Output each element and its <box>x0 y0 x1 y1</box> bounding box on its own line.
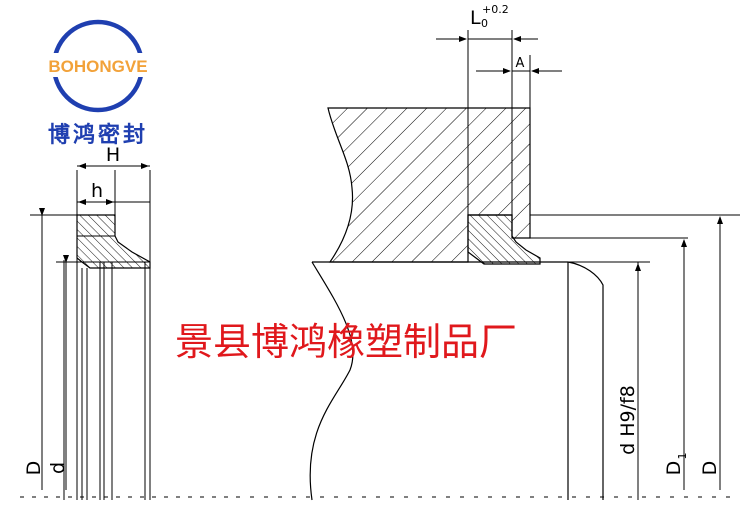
dim-label-H: H <box>106 144 120 166</box>
dim-label-A: A <box>516 56 525 71</box>
logo-brand-text: BOHONGVE <box>48 57 147 76</box>
right-dimensions <box>250 36 740 500</box>
dim-label-left-d: d <box>47 462 69 474</box>
dim-label-right-D: D <box>699 461 721 476</box>
company-logo: BOHONGVE 博鸿密封 <box>36 19 160 148</box>
logo-brand-cn-text: 博鸿密封 <box>48 122 148 148</box>
dim-label-L0-tol: +0.2 <box>482 3 509 16</box>
dim-label-D1-sub: 1 <box>676 453 689 460</box>
housing-section <box>309 30 740 501</box>
watermark-text: 景县博鸿橡塑制品厂 <box>175 320 517 364</box>
dim-label-left-D: D <box>23 461 45 476</box>
dim-label-h: h <box>91 180 103 202</box>
dim-label-L0: L <box>470 7 481 29</box>
dim-label-d-fit: d H9/f8 <box>617 385 639 455</box>
dim-label-D1: D <box>663 461 685 476</box>
logo-band <box>36 53 160 77</box>
left-dimensions <box>30 163 150 490</box>
seal-section-left <box>20 170 240 500</box>
dim-label-L0-sub: 0 <box>481 17 488 30</box>
